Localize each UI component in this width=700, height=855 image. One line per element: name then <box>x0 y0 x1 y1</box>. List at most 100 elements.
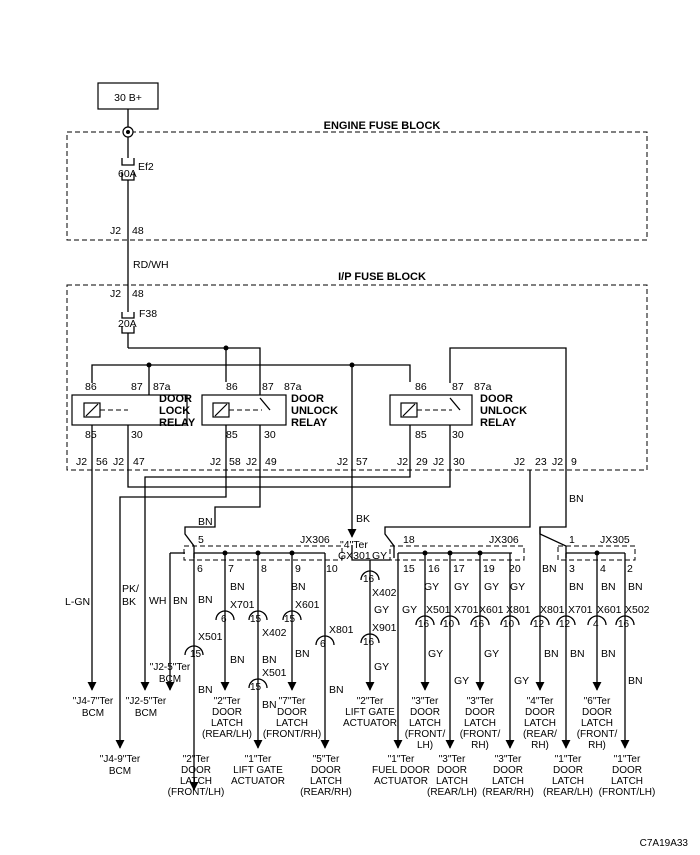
x501-pin-a: 15 <box>190 649 202 660</box>
ip-conn-label: J2 <box>110 288 121 300</box>
r2-name-1: DOOR <box>291 393 324 405</box>
ip-pin-num-7: 30 <box>453 456 465 468</box>
source-label: 30 B+ <box>114 92 142 104</box>
jx306b-p17: 17 <box>453 563 465 575</box>
x701-label-c: X701 <box>568 604 593 616</box>
jx306a-top-pin: 5 <box>198 534 204 546</box>
f38-fuse-rating: 20A <box>118 318 137 330</box>
ip-pin-num-6: 29 <box>416 456 428 468</box>
x701-label-a: X701 <box>230 599 255 611</box>
term-7-2: LATCH <box>409 718 441 729</box>
ip-pin-num-3: 58 <box>229 456 241 468</box>
x501-pin-b: 15 <box>250 682 262 693</box>
jx306b-p15: 15 <box>403 563 415 575</box>
engine-conn-label: J2 <box>110 225 121 237</box>
term-10-3: (REAR/RH) <box>482 787 534 798</box>
bcm-j47-2: BCM <box>82 708 104 719</box>
wire-rdwh: RD/WH <box>133 259 169 271</box>
term-4-0: "5"Ter <box>313 754 340 765</box>
jx306b-p19: 19 <box>483 563 495 575</box>
x601-pin-c: 4 <box>593 619 599 630</box>
x701-pin-b: 10 <box>443 619 455 630</box>
term-6-2: ACTUATOR <box>374 776 428 787</box>
source-box <box>97 82 159 110</box>
wire-bn-6b: BN <box>198 684 213 696</box>
r1-pin-85: 85 <box>85 429 97 441</box>
term-5-1: LIFT GATE <box>345 707 395 718</box>
term-3-3: (FRONT/RH) <box>263 729 321 740</box>
wire-gy-20a: GY <box>510 581 525 593</box>
ef2-fuse-name: Ef2 <box>138 161 154 173</box>
wire-bn-4a: BN <box>601 581 616 593</box>
term-8-0: "3"Ter <box>439 754 466 765</box>
term-4-3: (REAR/RH) <box>300 787 352 798</box>
wire-bn-2b: BN <box>628 675 643 687</box>
bcm-j25b-2: BCM <box>159 674 181 685</box>
x801-pin-a: 6 <box>320 639 326 650</box>
r1-pin-86: 86 <box>85 381 97 393</box>
x402-label-b: X402 <box>372 587 397 599</box>
term-1-1: DOOR <box>212 707 242 718</box>
r3-pin-87: 87 <box>452 381 464 393</box>
x402-label: X402 <box>262 627 287 639</box>
term-11-1: DOOR <box>525 707 555 718</box>
term-0-2: LATCH <box>180 776 212 787</box>
r2-pin-86: 86 <box>226 381 238 393</box>
wire-bn-8b: BN <box>262 699 277 711</box>
ip-pin-conn-1: J2 <box>76 456 87 468</box>
x601-label-b: X601 <box>479 604 504 616</box>
jx306a-p7: 7 <box>228 563 234 575</box>
term-7-4: LH) <box>417 740 433 751</box>
wire-bk: BK <box>356 513 370 525</box>
term-13-1: DOOR <box>582 707 612 718</box>
x502-pin: 16 <box>618 619 630 630</box>
term-8-3: (REAR/LH) <box>427 787 477 798</box>
bcm-j49-2: BCM <box>109 766 131 777</box>
bcm-j47-1: "J4-7"Ter <box>73 696 114 707</box>
wire-bn-2a: BN <box>628 581 643 593</box>
term-0-1: DOOR <box>181 765 211 776</box>
wire-gy-17b: GY <box>454 675 469 687</box>
term-10-0: "3"Ter <box>495 754 522 765</box>
term-12-1: DOOR <box>553 765 583 776</box>
splice-node-center <box>126 130 130 134</box>
term-6-1: FUEL DOOR <box>372 765 430 776</box>
term-4-2: LATCH <box>310 776 342 787</box>
term-6-0: "1"Ter <box>388 754 415 765</box>
wire-bn-j25: BN <box>173 595 188 607</box>
engine-pin-label: 48 <box>132 225 144 237</box>
x501-label-a: X501 <box>198 631 223 643</box>
wire-bn-10: BN <box>329 684 344 696</box>
wire-bn-jx306a-in: BN <box>198 516 213 528</box>
wire-bn-jx305-in: BN <box>569 493 584 505</box>
term-2-0: "1"Ter <box>245 754 272 765</box>
term-9-2: LATCH <box>464 718 496 729</box>
wire-gy-15: GY <box>402 604 417 616</box>
r3-name-2: UNLOCK <box>480 405 527 417</box>
term-2-1: LIFT GATE <box>233 765 283 776</box>
r3-pin-87a: 87a <box>474 381 492 393</box>
term-7-3: (FRONT/ <box>405 729 446 740</box>
x701-pin-a: 6 <box>221 614 227 625</box>
jx306a-p6: 6 <box>197 563 203 575</box>
jx306b-p20: 20 <box>509 563 521 575</box>
r1-pin-87: 87 <box>131 381 143 393</box>
term-3-1: DOOR <box>277 707 307 718</box>
ip-pin-conn-8: J2 <box>514 456 525 468</box>
jx305-top-pin: 1 <box>569 534 575 546</box>
bcm-j49-1: "J4-9"Ter <box>100 754 141 765</box>
term-7-0: "3"Ter <box>412 696 439 707</box>
term-14-0: "1"Ter <box>614 754 641 765</box>
term-12-3: (REAR/LH) <box>543 787 593 798</box>
gx301-gy-label: GY <box>372 550 387 562</box>
term-5-0: "2"Ter <box>357 696 384 707</box>
engine-fuse-block-title: ENGINE FUSE BLOCK <box>324 120 441 132</box>
jx305-name: JX305 <box>600 534 630 546</box>
wire-bn-6a: BN <box>198 594 213 606</box>
r2-pin-87a: 87a <box>284 381 302 393</box>
ip-pin-conn-2: J2 <box>113 456 124 468</box>
r1-pin-30: 30 <box>131 429 143 441</box>
ip-pin-conn-4: J2 <box>246 456 257 468</box>
wire-bn-3a: BN <box>569 581 584 593</box>
ip-pin-num-4: 49 <box>265 456 277 468</box>
